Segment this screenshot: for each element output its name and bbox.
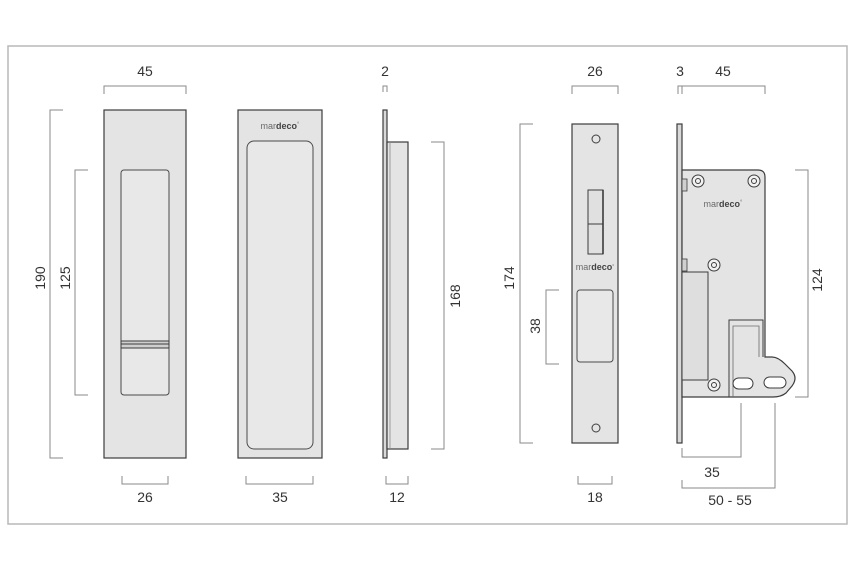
label-recess-height: 125 — [57, 266, 73, 290]
faceplate-screw-bottom — [591, 423, 601, 433]
label-faceplate-height: 174 — [501, 266, 517, 290]
faceplate-cutout — [576, 289, 614, 363]
label-backset: 35 — [704, 464, 720, 480]
lock-case — [681, 169, 796, 398]
dim-line-side-body-height — [431, 141, 445, 450]
label-faceplate-bottom: 18 — [587, 489, 603, 505]
dim-line-front-width — [103, 85, 187, 94]
dim-line-lock-plate — [677, 85, 682, 94]
dim-line-lock-width — [681, 85, 766, 94]
lock-logo: mardeco° — [704, 199, 744, 209]
cover-recess — [246, 140, 314, 450]
front-view: 45 190 125 26 — [32, 63, 187, 505]
label-backset-range: 50 - 55 — [708, 492, 752, 508]
dim-line-recess-height — [74, 169, 88, 396]
cover-view: mardeco° 35 — [237, 109, 323, 505]
side-plate — [382, 109, 388, 459]
drawing-frame — [7, 45, 848, 525]
faceplate-view: 26 174 38 mardeco° 18 — [501, 63, 619, 505]
faceplate-screw-top — [591, 134, 601, 144]
lock-screws — [691, 174, 761, 392]
front-recess — [120, 169, 170, 396]
dim-line-side-depth — [385, 476, 409, 485]
dim-line-faceplate-bottom — [577, 476, 613, 485]
lock-body-view: 3 45 mardeco° 124 35 50 - 5 — [676, 63, 825, 508]
label-recess-width: 26 — [137, 489, 153, 505]
faceplate-logo: mardeco° — [576, 262, 615, 272]
slot-hole-right — [763, 376, 787, 389]
dim-line-recess-width — [121, 476, 169, 485]
dim-line-backset — [681, 403, 742, 458]
label-front-width: 45 — [137, 63, 153, 79]
dim-line-backset-range — [681, 403, 776, 489]
label-side-plate: 2 — [381, 63, 389, 79]
dim-line-faceplate-height — [519, 123, 533, 444]
side-body — [386, 141, 409, 450]
dim-line-side-plate — [382, 85, 388, 92]
label-lock-plate: 3 — [676, 63, 684, 79]
dim-line-faceplate-width — [571, 85, 619, 94]
label-lock-width: 45 — [715, 63, 731, 79]
dim-line-lock-height — [795, 169, 809, 398]
dim-line-cutout-height — [545, 289, 559, 365]
slot-hole-left — [732, 377, 754, 390]
label-lock-height: 124 — [809, 268, 825, 292]
cover-logo: mardeco° — [261, 121, 301, 131]
lock-front-plate — [676, 123, 683, 444]
label-cutout-height: 38 — [527, 318, 543, 334]
latch-mechanism — [681, 271, 709, 381]
latch-slot — [587, 189, 604, 255]
label-side-depth: 12 — [389, 489, 405, 505]
label-faceplate-width: 26 — [587, 63, 603, 79]
label-side-body-height: 168 — [447, 284, 463, 308]
inner-partition — [728, 319, 764, 397]
side-view: 2 168 12 — [381, 63, 463, 505]
label-front-height: 190 — [32, 266, 48, 290]
label-cover-width: 35 — [272, 489, 288, 505]
dim-line-front-height — [49, 109, 63, 459]
dim-line-cover-width — [245, 476, 314, 485]
faceplate — [571, 123, 619, 444]
